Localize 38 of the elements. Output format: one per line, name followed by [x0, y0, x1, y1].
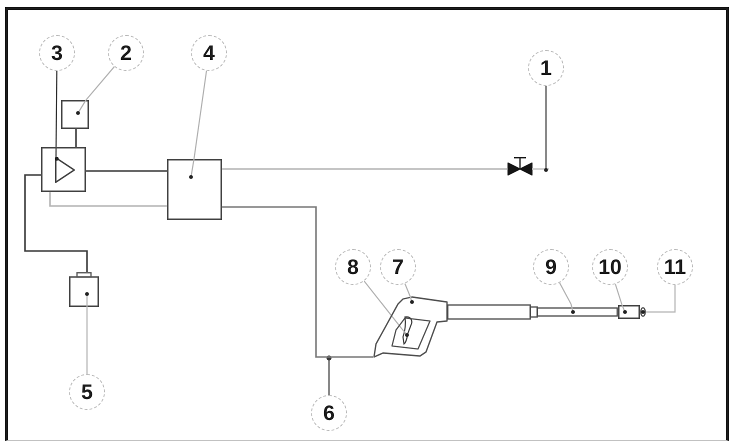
- pipe-line: [75, 129, 77, 147]
- pipe-line: [49, 192, 167, 207]
- nozzle: [618, 305, 640, 319]
- leader-line: [55, 71, 58, 157]
- leader-line: [193, 70, 208, 160]
- triangle-symbol: [55, 157, 75, 183]
- callout-number: 7: [380, 249, 416, 285]
- valve-symbol: [507, 154, 549, 176]
- hose-line: [222, 206, 373, 358]
- callout-number: 5: [69, 374, 105, 410]
- leader-line: [326, 356, 332, 395]
- component-box: [69, 272, 99, 307]
- callout-number: 4: [191, 35, 227, 71]
- pump-box: [41, 147, 86, 192]
- callout-number: 9: [533, 249, 569, 285]
- pipe-line: [24, 174, 88, 272]
- callout-number: 2: [108, 35, 144, 71]
- spray-gun: [373, 296, 448, 358]
- callout-number: 11: [657, 249, 693, 285]
- component-box: [167, 159, 222, 220]
- leader-line: [646, 285, 676, 313]
- trigger: [402, 316, 414, 345]
- lance-tube: [447, 304, 618, 320]
- leader-line: [86, 66, 115, 100]
- leader-line: [86, 307, 88, 374]
- component-box: [61, 100, 89, 129]
- leader-line: [559, 282, 572, 304]
- callout-number: 3: [39, 35, 75, 71]
- pipe-line: [86, 170, 167, 172]
- callout-number: 8: [335, 249, 371, 285]
- leader-line: [545, 86, 547, 154]
- callout-number: 10: [592, 249, 628, 285]
- callout-number: 6: [311, 395, 347, 431]
- leader-line: [614, 284, 623, 306]
- nozzle-tip: [640, 307, 646, 317]
- callout-number: 1: [528, 50, 564, 86]
- leader-line: [404, 283, 411, 296]
- pipe-line: [222, 168, 507, 170]
